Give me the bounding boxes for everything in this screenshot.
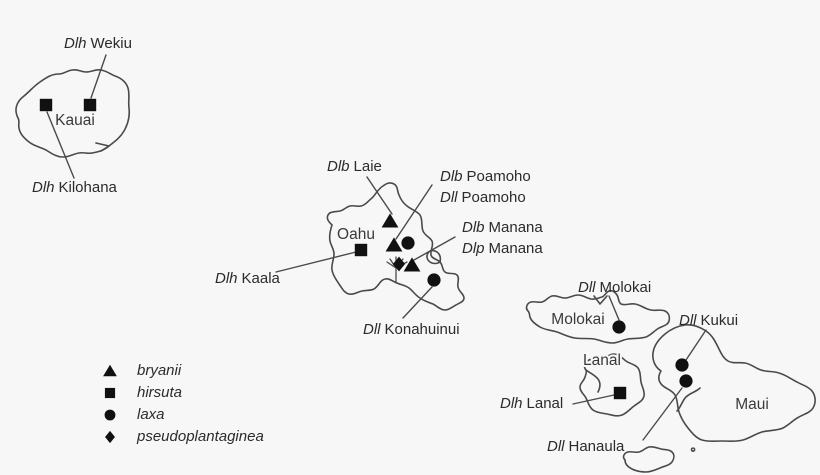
locality-name-dll-kukui: Kukui [701,312,739,329]
locality-name-dlp-manana: Manana [489,240,544,257]
leader-line-dll-hanaula [642,387,683,441]
leader-line-dlh-lanal [572,394,615,405]
legend-symbol-bryanii [103,364,117,377]
locality-name-dlh-wekiu: Wekiu [91,35,132,52]
locality-marker-dlh-kaala[interactable] [354,243,368,257]
locality-prefix-dlh-lanal: Dlh [500,395,523,412]
island-label-lanai: Lanal [583,352,621,369]
locality-marker-dll-konahuinui[interactable] [427,273,441,287]
locality-prefix-dlh-wekiu: Dlh [64,35,87,52]
island-label-halo-maui: Maui [735,396,769,413]
locality-prefix-dlh-kilohana: Dlh [32,179,55,196]
leader-line-dlb-manana [413,236,456,261]
locality-marker-dll-molokai[interactable] [612,320,626,334]
island-label-maui: Maui [735,396,769,413]
coastline-maui-isthmus [676,387,701,412]
leader-line-dlb-laie [366,176,393,215]
legend-label-laxa: laxa [137,406,165,423]
coastline-kauai [15,68,131,158]
locality-name-dlh-lanal: Lanal [527,395,564,412]
locality-name-dlb-laie: Laie [354,158,382,175]
leader-line-dlh-kilohana [46,111,75,179]
legend-symbol-pseudoplantaginea [105,430,115,444]
legend-symbol-hirsuta [104,387,116,399]
locality-prefix-dlb-poamoho: Dlb [440,168,463,185]
locality-prefix-dll-konahuinui: Dll [363,321,381,338]
locality-prefix-dlh-kaala: Dlh [215,270,238,287]
coastline-lanai [579,353,645,417]
locality-marker-dlp-manana[interactable] [392,256,406,272]
locality-marker-dll-poamoho[interactable] [401,236,415,250]
locality-prefix-dll-molokai: Dll [578,279,596,296]
locality-name-dlh-kaala: Kaala [242,270,281,287]
island-label-halo-kauai: Kauai [55,112,95,129]
leader-line-dlh-kaala [275,251,357,273]
legend-label-hirsuta: hirsuta [137,384,182,401]
leader-line-dll-kukui [685,329,707,361]
leader-line-dlb-poamoho [395,184,433,240]
locality-name-dll-hanaula: Hanaula [569,438,626,455]
island-markers-group [39,98,693,400]
locality-prefix-dlb-laie: Dlb [327,158,350,175]
island-label-oahu: Oahu [337,226,375,243]
legend-symbol-laxa [104,409,116,421]
locality-name-dll-konahuinui: Konahuinui [385,321,460,338]
locality-marker-dlb-manana[interactable] [403,257,421,272]
locality-name-dlh-kilohana: Kilohana [59,179,118,196]
locality-name-dlb-poamoho: Poamoho [467,168,531,185]
island-label-halo-lanai: Lanal [583,352,621,369]
coastline-maui-dot [690,447,696,452]
island-label-halo-oahu: Oahu [337,226,375,243]
legend-label-bryanii: bryanii [137,362,182,379]
locality-marker-dlh-lanal[interactable] [613,386,627,400]
coastline-kauai-notch [95,142,110,152]
locality-marker-dlb-laie[interactable] [381,213,399,228]
locality-prefix-dll-kukui: Dll [679,312,697,329]
coastline-molokai-notch [593,295,608,305]
coastline-lanai-inlet [585,369,601,393]
locality-prefix-dll-hanaula: Dll [547,438,565,455]
locality-marker-dlh-kilohana[interactable] [39,98,53,112]
locality-name-dlb-manana: Manana [489,219,544,236]
coastline-kahoolawe [622,445,675,473]
island-labels-group: KauaiKauaiOahuOahuMolokaiMolokaiLanalLan… [53,110,771,415]
leader-line-dll-konahuinui [402,286,433,319]
coastline-maui [652,324,816,443]
leader-lines-group [46,54,707,441]
leader-line-dlh-wekiu [90,54,107,99]
locality-marker-dll-hanaula[interactable] [679,374,693,388]
locality-prefix-dll-poamoho: Dll [440,189,458,206]
locality-name-dll-poamoho: Poamoho [462,189,526,206]
locality-name-dll-molokai: Molokai [600,279,652,296]
coastline-oahu-inlet [426,249,442,265]
island-label-kauai: Kauai [55,112,95,129]
legend-group: bryanii hirsuta laxa pseudoplantaginea [103,362,264,445]
locality-marker-dlh-wekiu[interactable] [83,98,97,112]
locality-prefix-dlp-manana: Dlp [462,240,485,257]
legend-label-pseudoplantaginea: pseudoplantaginea [136,428,264,445]
locality-prefix-dlb-manana: Dlb [462,219,485,236]
island-label-halo-molokai: Molokai [551,311,604,328]
island-label-molokai: Molokai [551,311,604,328]
locality-marker-dll-kukui[interactable] [675,358,689,372]
leader-line-dll-molokai [608,295,620,321]
coastline-molokai [525,289,671,344]
locality-marker-dlb-poamoho[interactable] [385,237,403,252]
